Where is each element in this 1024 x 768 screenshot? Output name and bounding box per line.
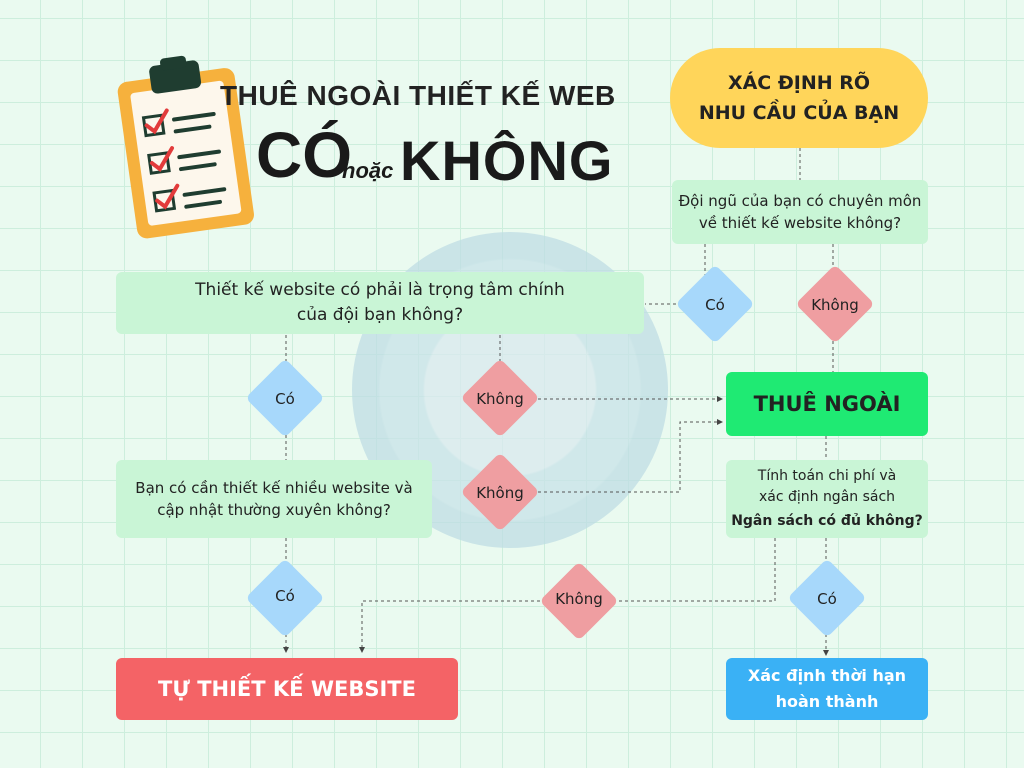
decision-expertise-no-label: Không [811,296,859,314]
question-many-line1: Bạn có cần thiết kế nhiều website và [135,479,413,497]
node-budget-line2: xác định ngân sách [758,489,896,505]
question-focus-line1: Thiết kế website có phải là trọng tâm ch… [195,280,565,300]
question-focus-line2: của đội bạn không? [296,305,464,325]
question-expertise: Đội ngũ của bạn có chuyên môn về thiết k… [672,180,928,244]
node-define-needs: XÁC ĐỊNH RÕ NHU CẦU CỦA BẠN [670,48,928,148]
title-line: THUÊ NGOÀI THIẾT KẾ WEB [220,80,616,111]
decision-focus-no-label: Không [476,390,524,408]
node-deadline-line1: Xác định thời hạn [747,666,907,685]
node-define-needs-line2: NHU CẦU CỦA BẠN [698,102,900,124]
decision-expertise-yes-label: Có [705,296,725,314]
clipboard-checklist-icon [112,52,262,246]
node-deadline-line2: hoàn thành [775,692,879,711]
question-expertise-line2: về thiết kế website không? [698,214,902,232]
question-many-line2: cập nhật thường xuyên không? [157,501,391,519]
node-self-design-label: TỰ THIẾT KẾ WEBSITE [158,677,416,701]
node-self-design: TỰ THIẾT KẾ WEBSITE [116,658,458,720]
question-focus: Thiết kế website có phải là trọng tâm ch… [116,272,644,334]
node-budget: Tính toán chi phí và xác định ngân sách … [726,460,928,538]
decision-many-no-label: Không [476,484,524,502]
node-budget-line1: Tính toán chi phí và [757,468,897,484]
title-hoac: hoặc [342,158,394,183]
title-khong: KHÔNG [400,129,614,192]
question-expertise-line1: Đội ngũ của bạn có chuyên môn [678,192,922,210]
node-deadline: Xác định thời hạn hoàn thành [726,658,928,720]
decision-budget-no-label: Không [555,590,603,608]
decision-budget-yes-label: Có [817,590,837,608]
question-many-websites: Bạn có cần thiết kế nhiều website và cập… [116,460,432,538]
node-define-needs-line1: XÁC ĐỊNH RÕ [727,72,871,94]
decision-focus-yes-label: Có [275,390,295,408]
node-budget-question: Ngân sách có đủ không? [731,513,923,529]
decision-many-yes-label: Có [275,587,295,605]
node-outsource: THUÊ NGOÀI [726,372,928,436]
node-outsource-label: THUÊ NGOÀI [753,392,901,416]
title-co: CÓ [256,119,352,191]
